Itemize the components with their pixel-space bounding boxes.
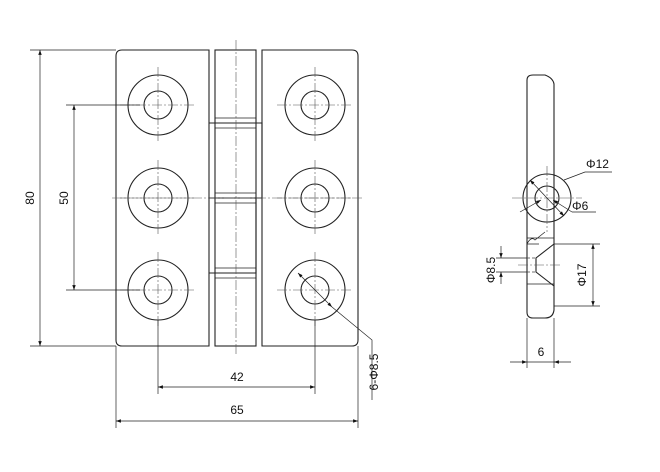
dim-65-label: 65 <box>230 403 244 417</box>
leader-holes: 6-Φ8.5 <box>297 272 381 400</box>
dim-50-label: 50 <box>57 191 71 205</box>
side-countersink <box>526 231 554 285</box>
hole-right-top <box>277 67 353 143</box>
dim-phi17-label: Φ17 <box>575 263 589 286</box>
dim-thickness: 6 <box>510 318 571 368</box>
knuckle-segment-upper <box>209 122 263 199</box>
side-leaf-outline <box>526 74 555 319</box>
front-view <box>112 40 362 356</box>
dim-6-label: 6 <box>538 345 545 359</box>
dim-width-holes: 42 <box>157 320 316 394</box>
dim-height-total: 80 <box>23 49 116 347</box>
left-leaf-outline <box>115 49 210 347</box>
dim-dia-csk-hole: Φ8.5 <box>484 246 527 284</box>
knuckle-inner-lines <box>215 117 256 279</box>
dim-phi6-label: Φ6 <box>572 199 589 213</box>
right-leaf-outline <box>261 49 359 347</box>
side-view <box>512 74 582 319</box>
leader-dia-knuckle: Φ12 <box>529 157 612 217</box>
knuckle-segment-lower <box>209 197 257 274</box>
dim-42-label: 42 <box>230 370 244 384</box>
dim-width-total: 65 <box>115 346 359 428</box>
dim-80-label: 80 <box>23 191 37 205</box>
leader-dia-pin: Φ6 <box>519 199 596 213</box>
dim-dia-csk-outer: Φ17 <box>554 243 600 307</box>
dim-phi12-label: Φ12 <box>586 157 609 171</box>
dim-height-holes: 50 <box>57 104 140 291</box>
dim-holes-label: 6-Φ8.5 <box>367 353 381 390</box>
dim-phi85-label: Φ8.5 <box>484 257 498 284</box>
